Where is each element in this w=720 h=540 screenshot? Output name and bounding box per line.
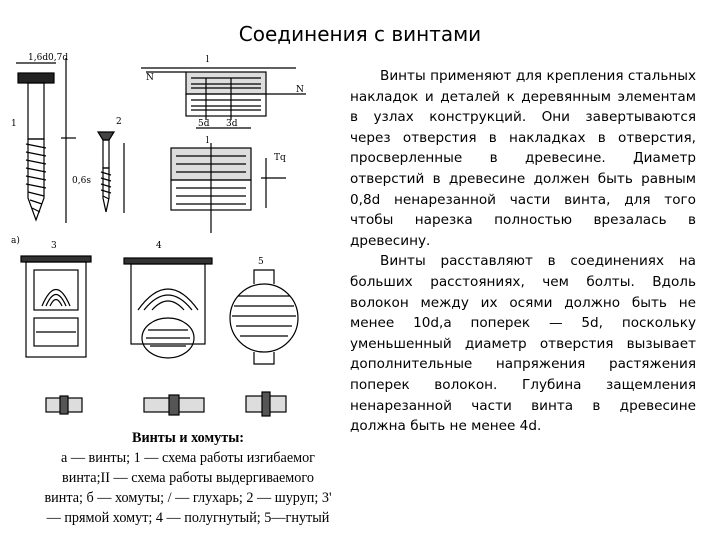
caption-heading: Винты и хомуты:	[131, 430, 245, 446]
label-n-right: N	[296, 85, 304, 95]
caption-line-1: а — винты; 1 — схема работы изгибаемог	[60, 450, 316, 466]
label-1-6d: 1,6d	[28, 53, 48, 63]
label-l-top: l	[206, 55, 209, 65]
label-num-4: 4	[156, 241, 162, 251]
label-num-3: 3	[51, 241, 57, 251]
caption-line-2: винта;II — схема работы выдергиваемого	[62, 470, 314, 486]
straight-clamp-drawing	[20, 255, 92, 415]
label-num-5: 5	[258, 257, 264, 267]
label-5d: 5d	[198, 119, 210, 129]
label-0-6s: 0,6s	[72, 176, 91, 186]
label-tq: Tq	[274, 153, 286, 163]
label-n-left: N	[146, 73, 154, 83]
withdrawal-screw-scheme	[170, 143, 286, 233]
paragraph-2: Винты расставляют в соединениях на больш…	[350, 253, 696, 435]
caption-line-3: винта; б — хомуты; / — глухарь; 2 — шуру…	[44, 490, 332, 506]
wood-screw-drawing	[96, 131, 125, 213]
label-num-1: 1	[11, 119, 17, 129]
semi-bent-clamp-drawing	[123, 257, 213, 416]
caption-line-4: — прямой хомут; 4 — полугнутый; 5—гнутый	[46, 510, 330, 526]
technical-drawing: 1,6d 0,7d l N N 1 2 0,6s 5d 3d l Tq a) 3…	[11, 53, 306, 417]
bending-screw-scheme	[141, 67, 306, 129]
figure-caption: Винты и хомуты: а — винты; 1 — схема раб…	[4, 428, 372, 528]
main-text: Винты применяют для крепления стальных н…	[350, 66, 696, 437]
bent-clamp-drawing	[229, 269, 299, 417]
page-title: Соединения с винтами	[238, 22, 482, 46]
paragraph-1: Винты применяют для крепления стальных н…	[350, 68, 696, 249]
lag-screw-drawing	[16, 58, 76, 223]
label-a-mark: a)	[11, 235, 20, 246]
label-3d: 3d	[226, 119, 238, 129]
label-0-7d: 0,7d	[48, 53, 68, 63]
label-num-2: 2	[116, 117, 122, 127]
label-l-mid: l	[206, 136, 209, 146]
